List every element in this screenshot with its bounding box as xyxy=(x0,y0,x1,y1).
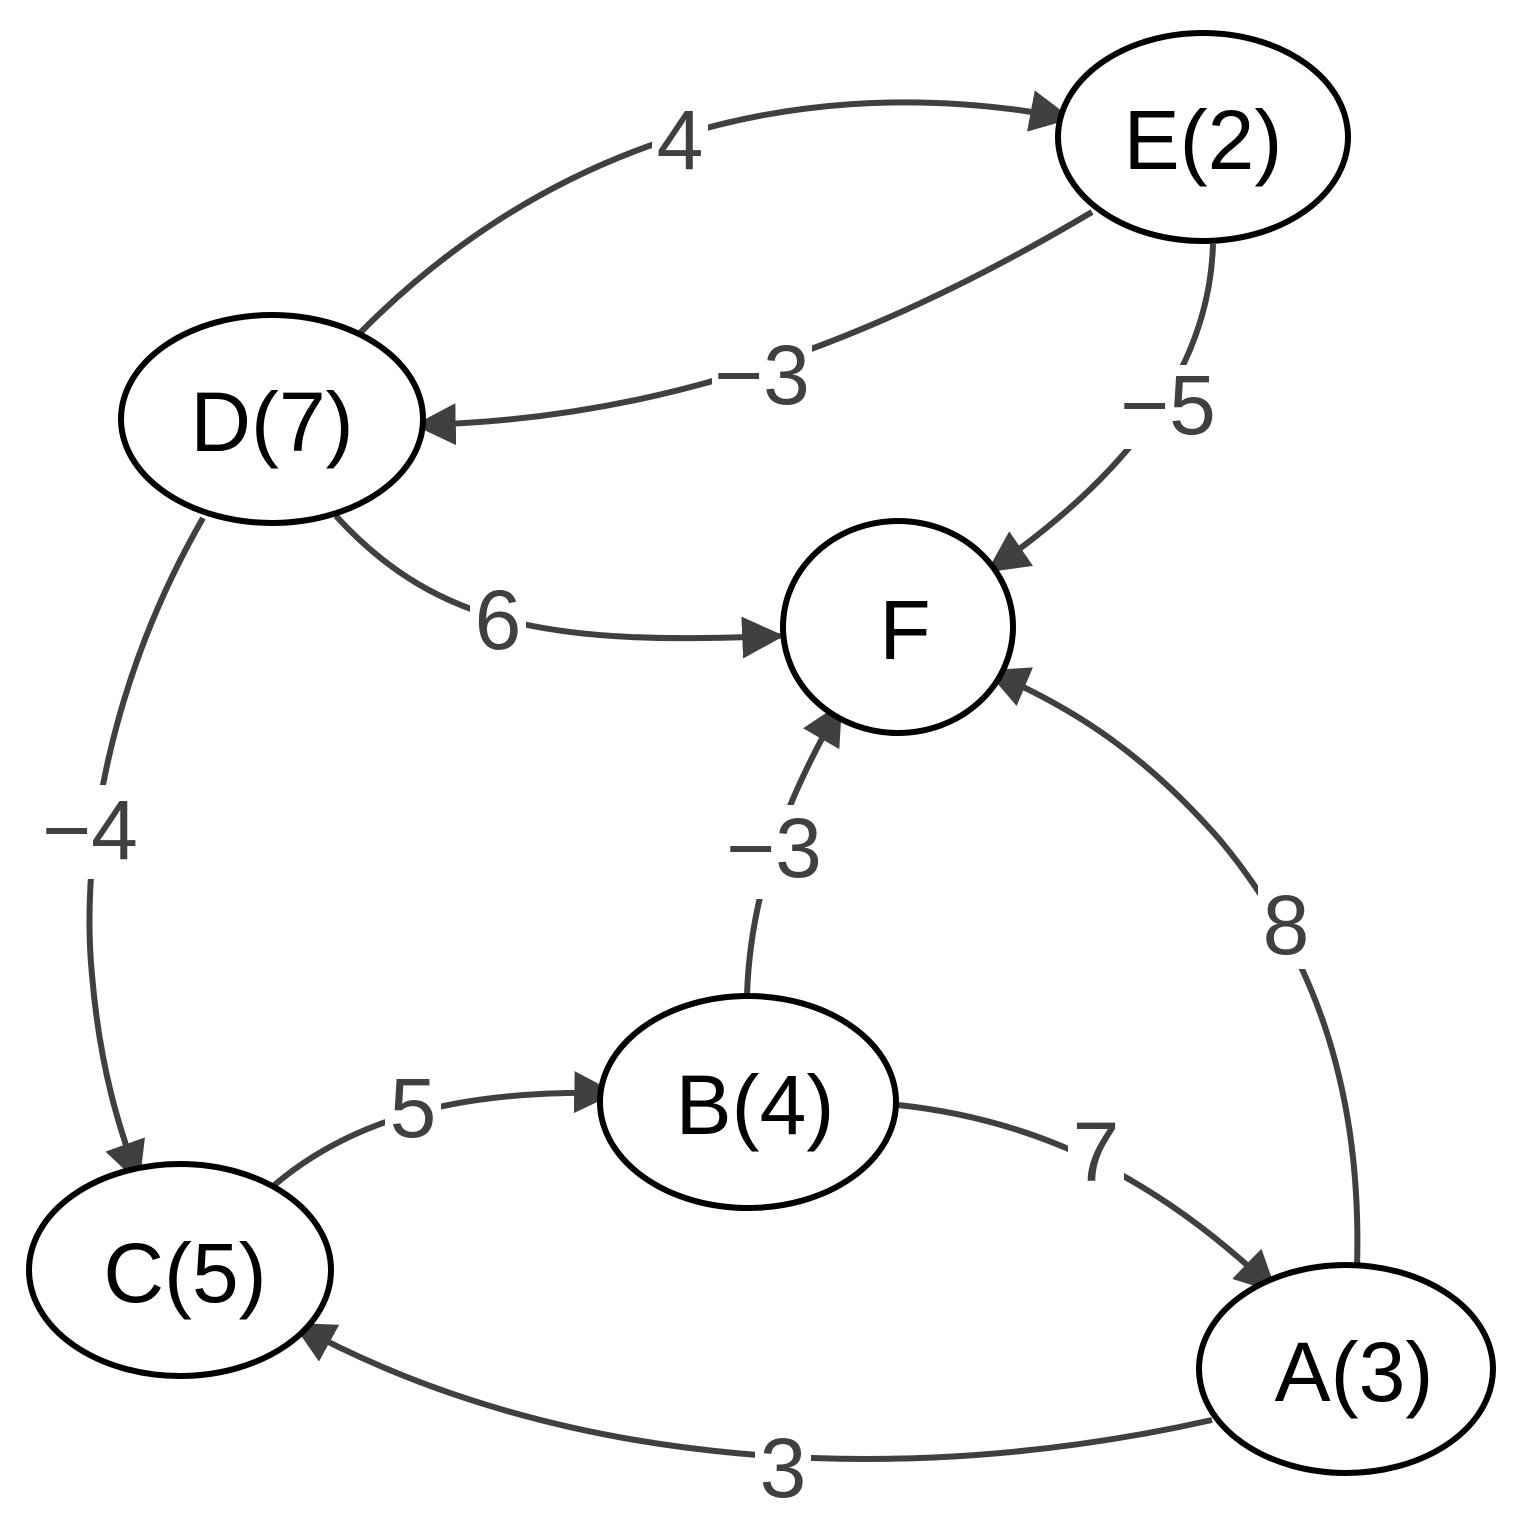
node-E: E(2) xyxy=(1055,30,1351,244)
node-label-B: B(4) xyxy=(676,1058,835,1152)
edge-D-F xyxy=(333,513,785,659)
node-B: B(4) xyxy=(597,993,899,1211)
nodes: E(2) D(7) F B(4) C(5) A(3) xyxy=(26,30,1496,1476)
edge-D-C xyxy=(86,516,206,1184)
edge-A-C xyxy=(292,1322,1213,1462)
edge-label-A-F: 8 xyxy=(1263,878,1310,972)
edge-label-D-F: 6 xyxy=(475,573,522,667)
edge-label-D-C: −4 xyxy=(42,783,138,877)
edge-labels: 4 −3 −5 6 −4 −3 8 5 7 3 xyxy=(40,93,1314,1515)
edge-D-E xyxy=(357,90,1073,336)
edge-A-F xyxy=(986,667,1361,1268)
node-F: F xyxy=(780,518,1016,736)
node-label-D: D(7) xyxy=(190,375,353,469)
node-D: D(7) xyxy=(118,312,426,526)
node-A: A(3) xyxy=(1196,1262,1496,1476)
edge-label-E-D: −3 xyxy=(714,328,810,422)
edge-label-A-C: 3 xyxy=(760,1421,807,1515)
edge-label-B-A: 7 xyxy=(1073,1105,1120,1199)
edge-label-B-F: −3 xyxy=(726,801,822,895)
node-label-F: F xyxy=(879,583,930,677)
node-label-E: E(2) xyxy=(1124,93,1283,187)
edge-label-E-F: −5 xyxy=(1120,358,1216,452)
edge-C-B xyxy=(269,1071,617,1191)
edge-label-D-E: 4 xyxy=(657,93,704,187)
edge-label-C-B: 5 xyxy=(390,1061,437,1155)
node-C: C(5) xyxy=(26,1161,334,1379)
node-label-A: A(3) xyxy=(1275,1325,1434,1419)
node-label-C: C(5) xyxy=(103,1226,266,1320)
